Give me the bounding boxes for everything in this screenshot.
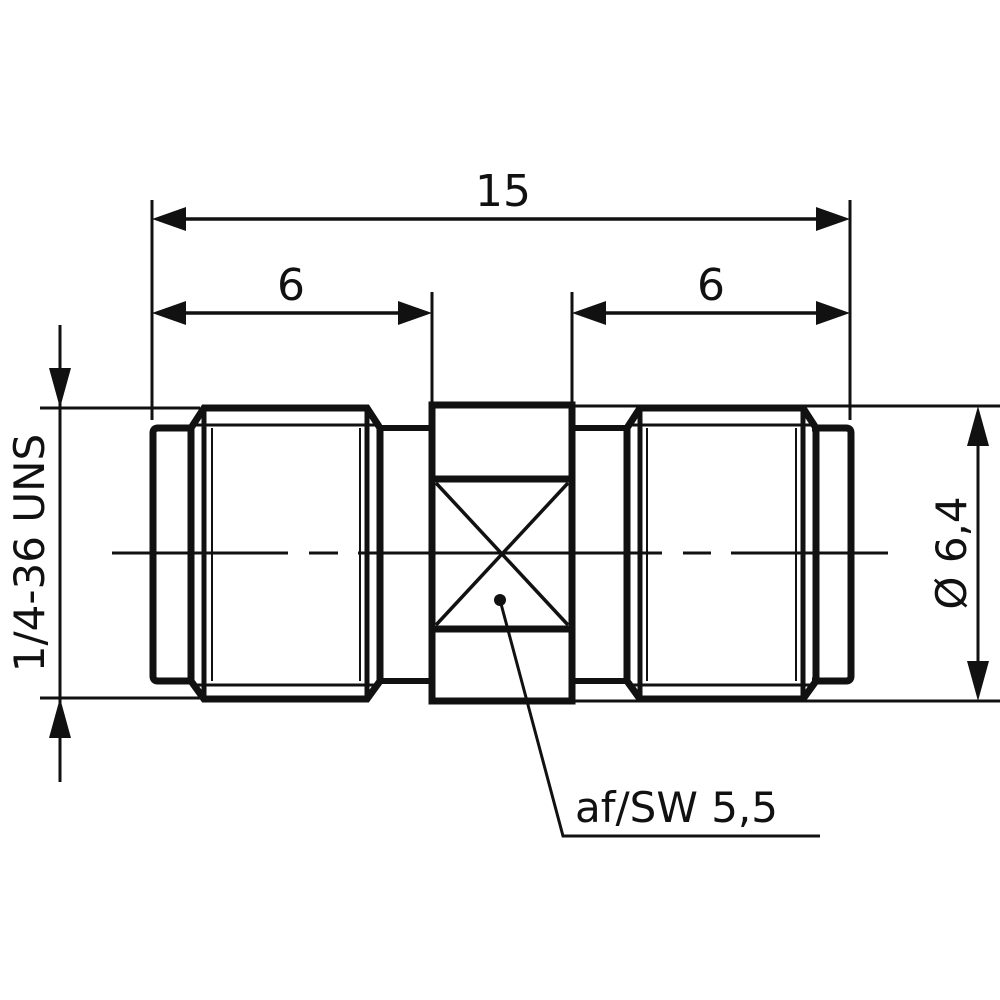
arrowhead-right-icon bbox=[816, 301, 850, 325]
thread-spec-label: 1/4-36 UNS bbox=[5, 434, 54, 672]
arrowhead-left-icon bbox=[152, 301, 186, 325]
arrowhead-up-icon bbox=[49, 698, 71, 738]
wrench-size-label: af/SW 5,5 bbox=[575, 783, 778, 832]
arrowhead-right-icon bbox=[816, 207, 850, 231]
diameter-label: Ø 6,4 bbox=[927, 496, 976, 609]
dimension-left-thread-length bbox=[152, 292, 434, 405]
arrowhead-left-icon bbox=[572, 301, 606, 325]
dimension-label-15: 15 bbox=[475, 166, 531, 217]
arrowhead-right-icon bbox=[398, 301, 432, 325]
arrowhead-down-icon bbox=[967, 661, 989, 701]
dimension-overall-length bbox=[150, 200, 852, 420]
dimension-label-left-6: 6 bbox=[277, 260, 305, 311]
dimension-thread-spec bbox=[40, 325, 200, 782]
arrowhead-up-icon bbox=[967, 406, 989, 446]
dimension-label-right-6: 6 bbox=[697, 260, 725, 311]
arrowhead-down-icon bbox=[49, 368, 71, 408]
dimension-right-thread-length bbox=[570, 292, 850, 405]
wrench-size-leader bbox=[494, 594, 820, 838]
arrowhead-left-icon bbox=[152, 207, 186, 231]
